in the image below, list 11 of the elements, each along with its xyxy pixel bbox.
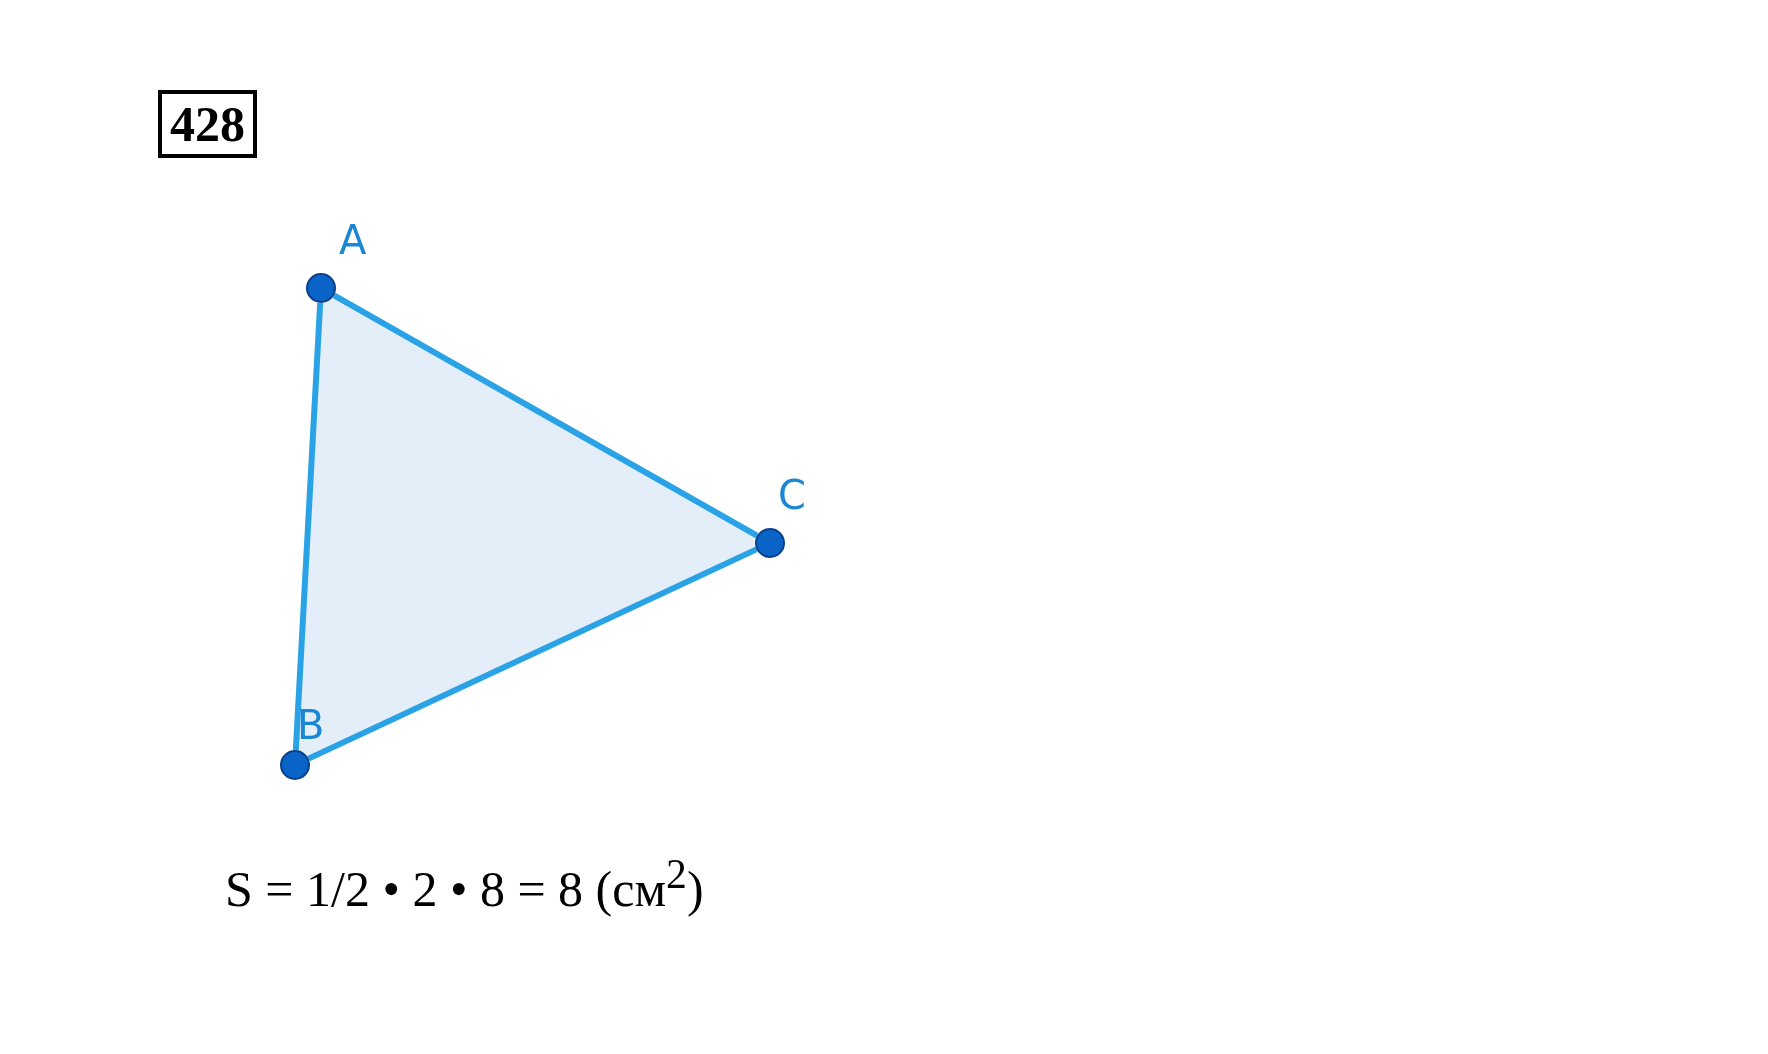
vertex-label: A	[339, 218, 367, 262]
triangle-side	[332, 292, 759, 539]
vertex-point	[306, 273, 336, 303]
triangle-side	[292, 302, 324, 751]
problem-number: 428	[158, 90, 257, 158]
vertex-label: C	[778, 473, 806, 517]
vertex-label: B	[297, 703, 325, 747]
triangle-side	[307, 546, 758, 762]
vertex-point	[755, 528, 785, 558]
vertex-point	[280, 750, 310, 780]
area-formula: S = 1/2 • 2 • 8 = 8 (см$^{2}$)	[225, 850, 704, 918]
